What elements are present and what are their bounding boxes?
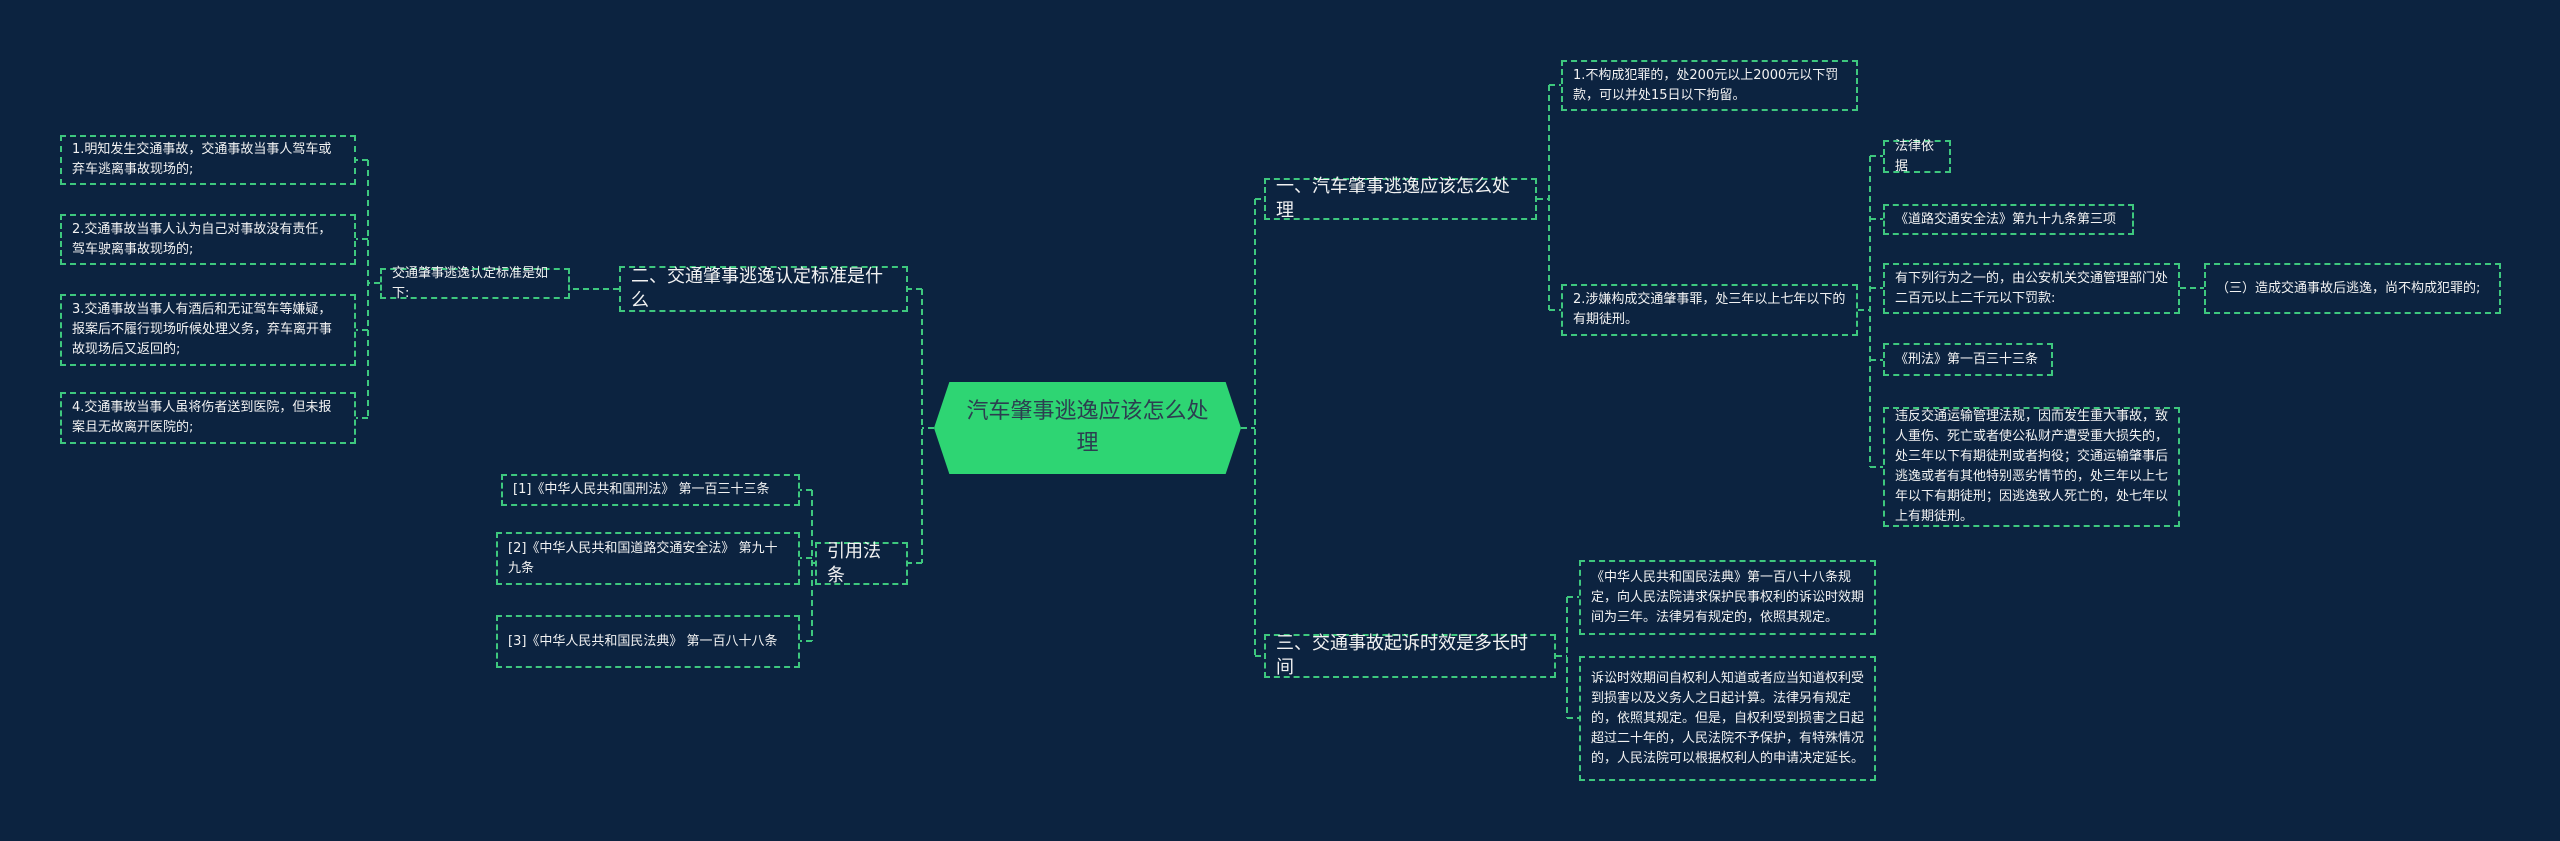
road-traffic-law-text[interactable]: 有下列行为之一的，由公安机关交通管理部门处二百元以上二千元以下罚款: xyxy=(1883,263,2180,314)
limitation-item-2[interactable]: 诉讼时效期间自权利人知道或者应当知道权利受到损害以及义务人之日起计算。法律另有规… xyxy=(1579,656,1876,781)
section-1-heading[interactable]: 一、汽车肇事逃逸应该怎么处理 xyxy=(1264,176,1537,221)
criteria-item-2[interactable]: 2.交通事故当事人认为自己对事故没有责任，驾车驶离事故现场的; xyxy=(60,214,356,265)
road-traffic-law-clause[interactable]: （三）造成交通事故后逃逸，尚不构成犯罪的; xyxy=(2204,263,2501,314)
cited-law-3[interactable]: [3]《中华人民共和国民法典》 第一百八十八条 xyxy=(496,615,800,668)
penalty-item-1[interactable]: 1.不构成犯罪的，处200元以上2000元以下罚款，可以并处15日以下拘留。 xyxy=(1561,60,1858,111)
section-3-heading[interactable]: 三、交通事故起诉时效是多长时间 xyxy=(1264,633,1556,678)
section-2-heading[interactable]: 二、交通肇事逃逸认定标准是什么 xyxy=(619,266,908,312)
criminal-law-text[interactable]: 违反交通运输管理法规，因而发生重大事故，致人重伤、死亡或者使公私财产遭受重大损失… xyxy=(1883,407,2180,527)
penalty-item-2[interactable]: 2.涉嫌构成交通肇事罪，处三年以上七年以下的有期徒刑。 xyxy=(1561,284,1858,336)
criteria-item-1[interactable]: 1.明知发生交通事故，交通事故当事人驾车或弃车逃离事故现场的; xyxy=(60,135,356,185)
criteria-intro[interactable]: 交通肇事逃逸认定标准是如下: xyxy=(380,266,570,301)
legal-basis-label[interactable]: 法律依据 xyxy=(1883,139,1951,174)
cited-laws-heading[interactable]: 引用法条 xyxy=(815,541,908,586)
criteria-item-3[interactable]: 3.交通事故当事人有酒后和无证驾车等嫌疑，报案后不履行现场听候处理义务，弃车离开… xyxy=(60,294,356,366)
cited-law-1[interactable]: [1]《中华人民共和国刑法》 第一百三十三条 xyxy=(501,474,800,506)
limitation-item-1[interactable]: 《中华人民共和国民法典》第一百八十八条规定，向人民法院请求保护民事权利的诉讼时效… xyxy=(1579,560,1876,635)
cited-law-2[interactable]: [2]《中华人民共和国道路交通安全法》 第九十九条 xyxy=(496,532,800,585)
criminal-law-title[interactable]: 《刑法》第一百三十三条 xyxy=(1883,343,2053,376)
criteria-item-4[interactable]: 4.交通事故当事人虽将伤者送到医院，但未报案且无故离开医院的; xyxy=(60,392,356,444)
road-traffic-law-title[interactable]: 《道路交通安全法》第九十九条第三项 xyxy=(1883,204,2134,235)
root-topic[interactable]: 汽车肇事逃逸应该怎么处理 xyxy=(934,382,1241,474)
